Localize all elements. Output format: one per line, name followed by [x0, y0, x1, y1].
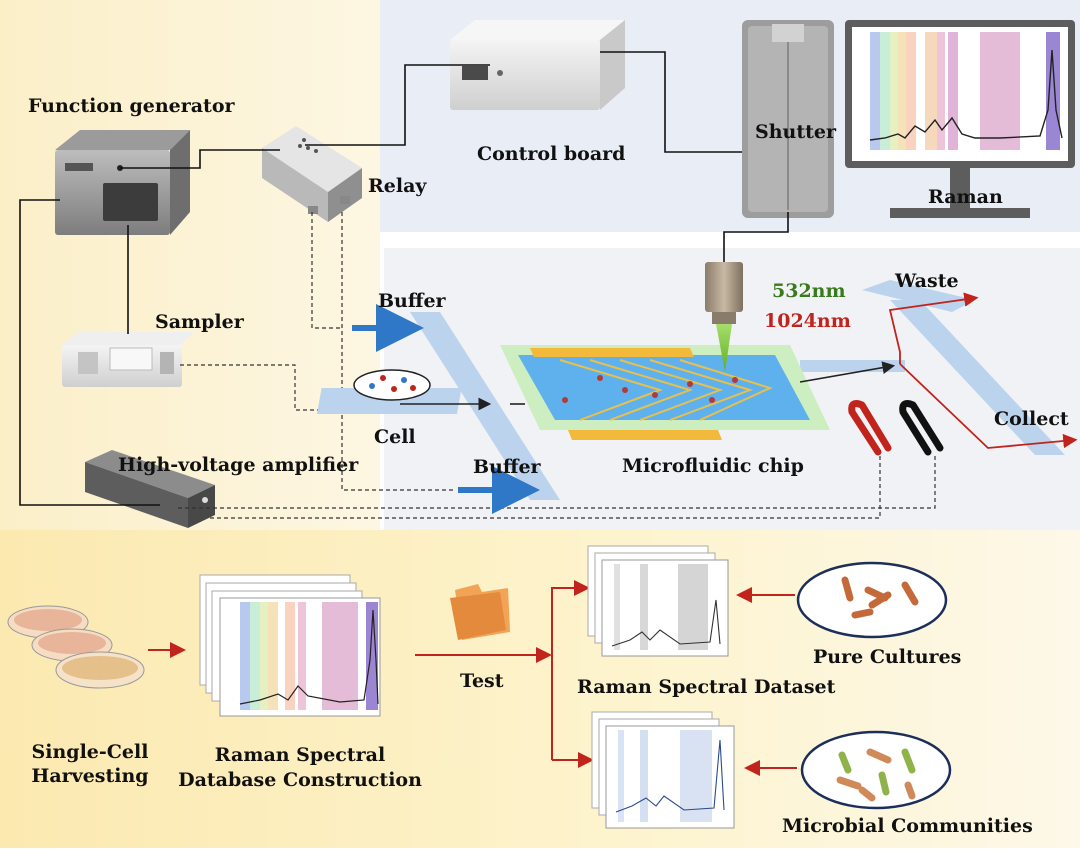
- outlet-flow-arrow: [799, 361, 896, 383]
- relay-device: [262, 126, 362, 222]
- relay-label: Relay: [368, 175, 427, 197]
- solid-wiring: [19, 51, 789, 506]
- pure-cultures-icon: [796, 561, 948, 639]
- hv-amplifier-label: High-voltage amplifier: [118, 454, 359, 476]
- function-generator-device: [55, 130, 190, 235]
- function-generator-label: Function generator: [28, 95, 235, 117]
- pure-cultures-label: Pure Cultures: [813, 646, 962, 668]
- community-spectra-stack-icon: [591, 711, 735, 829]
- microfluidic-chip-label: Microfluidic chip: [622, 455, 804, 477]
- sampler-label: Sampler: [155, 311, 244, 333]
- microfluidic-chip: [500, 345, 830, 440]
- electrode-pair: [848, 400, 944, 456]
- raman-monitor: [845, 20, 1075, 218]
- microbial-communities-icon: [800, 730, 952, 810]
- waste-arrow: [888, 292, 979, 364]
- sampler-device: [62, 332, 195, 387]
- collect-arrow: [899, 363, 1078, 449]
- laser-532-label: 532nm: [772, 280, 846, 302]
- single-cell-harvesting-label: Single-Cell Harvesting: [31, 741, 149, 787]
- test-label: Test: [460, 670, 504, 692]
- petri-dishes-icon: [7, 605, 145, 689]
- folder-icon: [450, 584, 510, 640]
- shutter-label: Shutter: [755, 121, 837, 143]
- spectral-dataset-label: Raman Spectral Dataset: [577, 676, 836, 698]
- microbial-communities-label: Microbial Communities: [782, 815, 1033, 837]
- hardware-panel-background: [0, 0, 380, 530]
- database-construction-label: Raman Spectral Database Construction: [178, 744, 422, 791]
- cell-label: Cell: [374, 426, 416, 448]
- pure-culture-spectra-stack-icon: [587, 545, 729, 657]
- control-board-device: [450, 20, 625, 110]
- buffer-bottom-label: Buffer: [473, 456, 541, 478]
- buffer-top-label: Buffer: [378, 290, 446, 312]
- test-branch-arrows: [415, 580, 594, 768]
- raman-database-stack-icon: [199, 574, 381, 717]
- control-board-label: Control board: [477, 143, 626, 165]
- objective-lens: [705, 262, 743, 372]
- hv-amplifier-device: [85, 450, 215, 528]
- waste-label: Waste: [895, 270, 959, 292]
- raman-label: Raman: [928, 186, 1003, 208]
- cell-sample-icon: [353, 369, 431, 401]
- collect-label: Collect: [994, 408, 1069, 430]
- laser-1024-label: 1024nm: [764, 310, 851, 332]
- shutter-device: [742, 20, 834, 218]
